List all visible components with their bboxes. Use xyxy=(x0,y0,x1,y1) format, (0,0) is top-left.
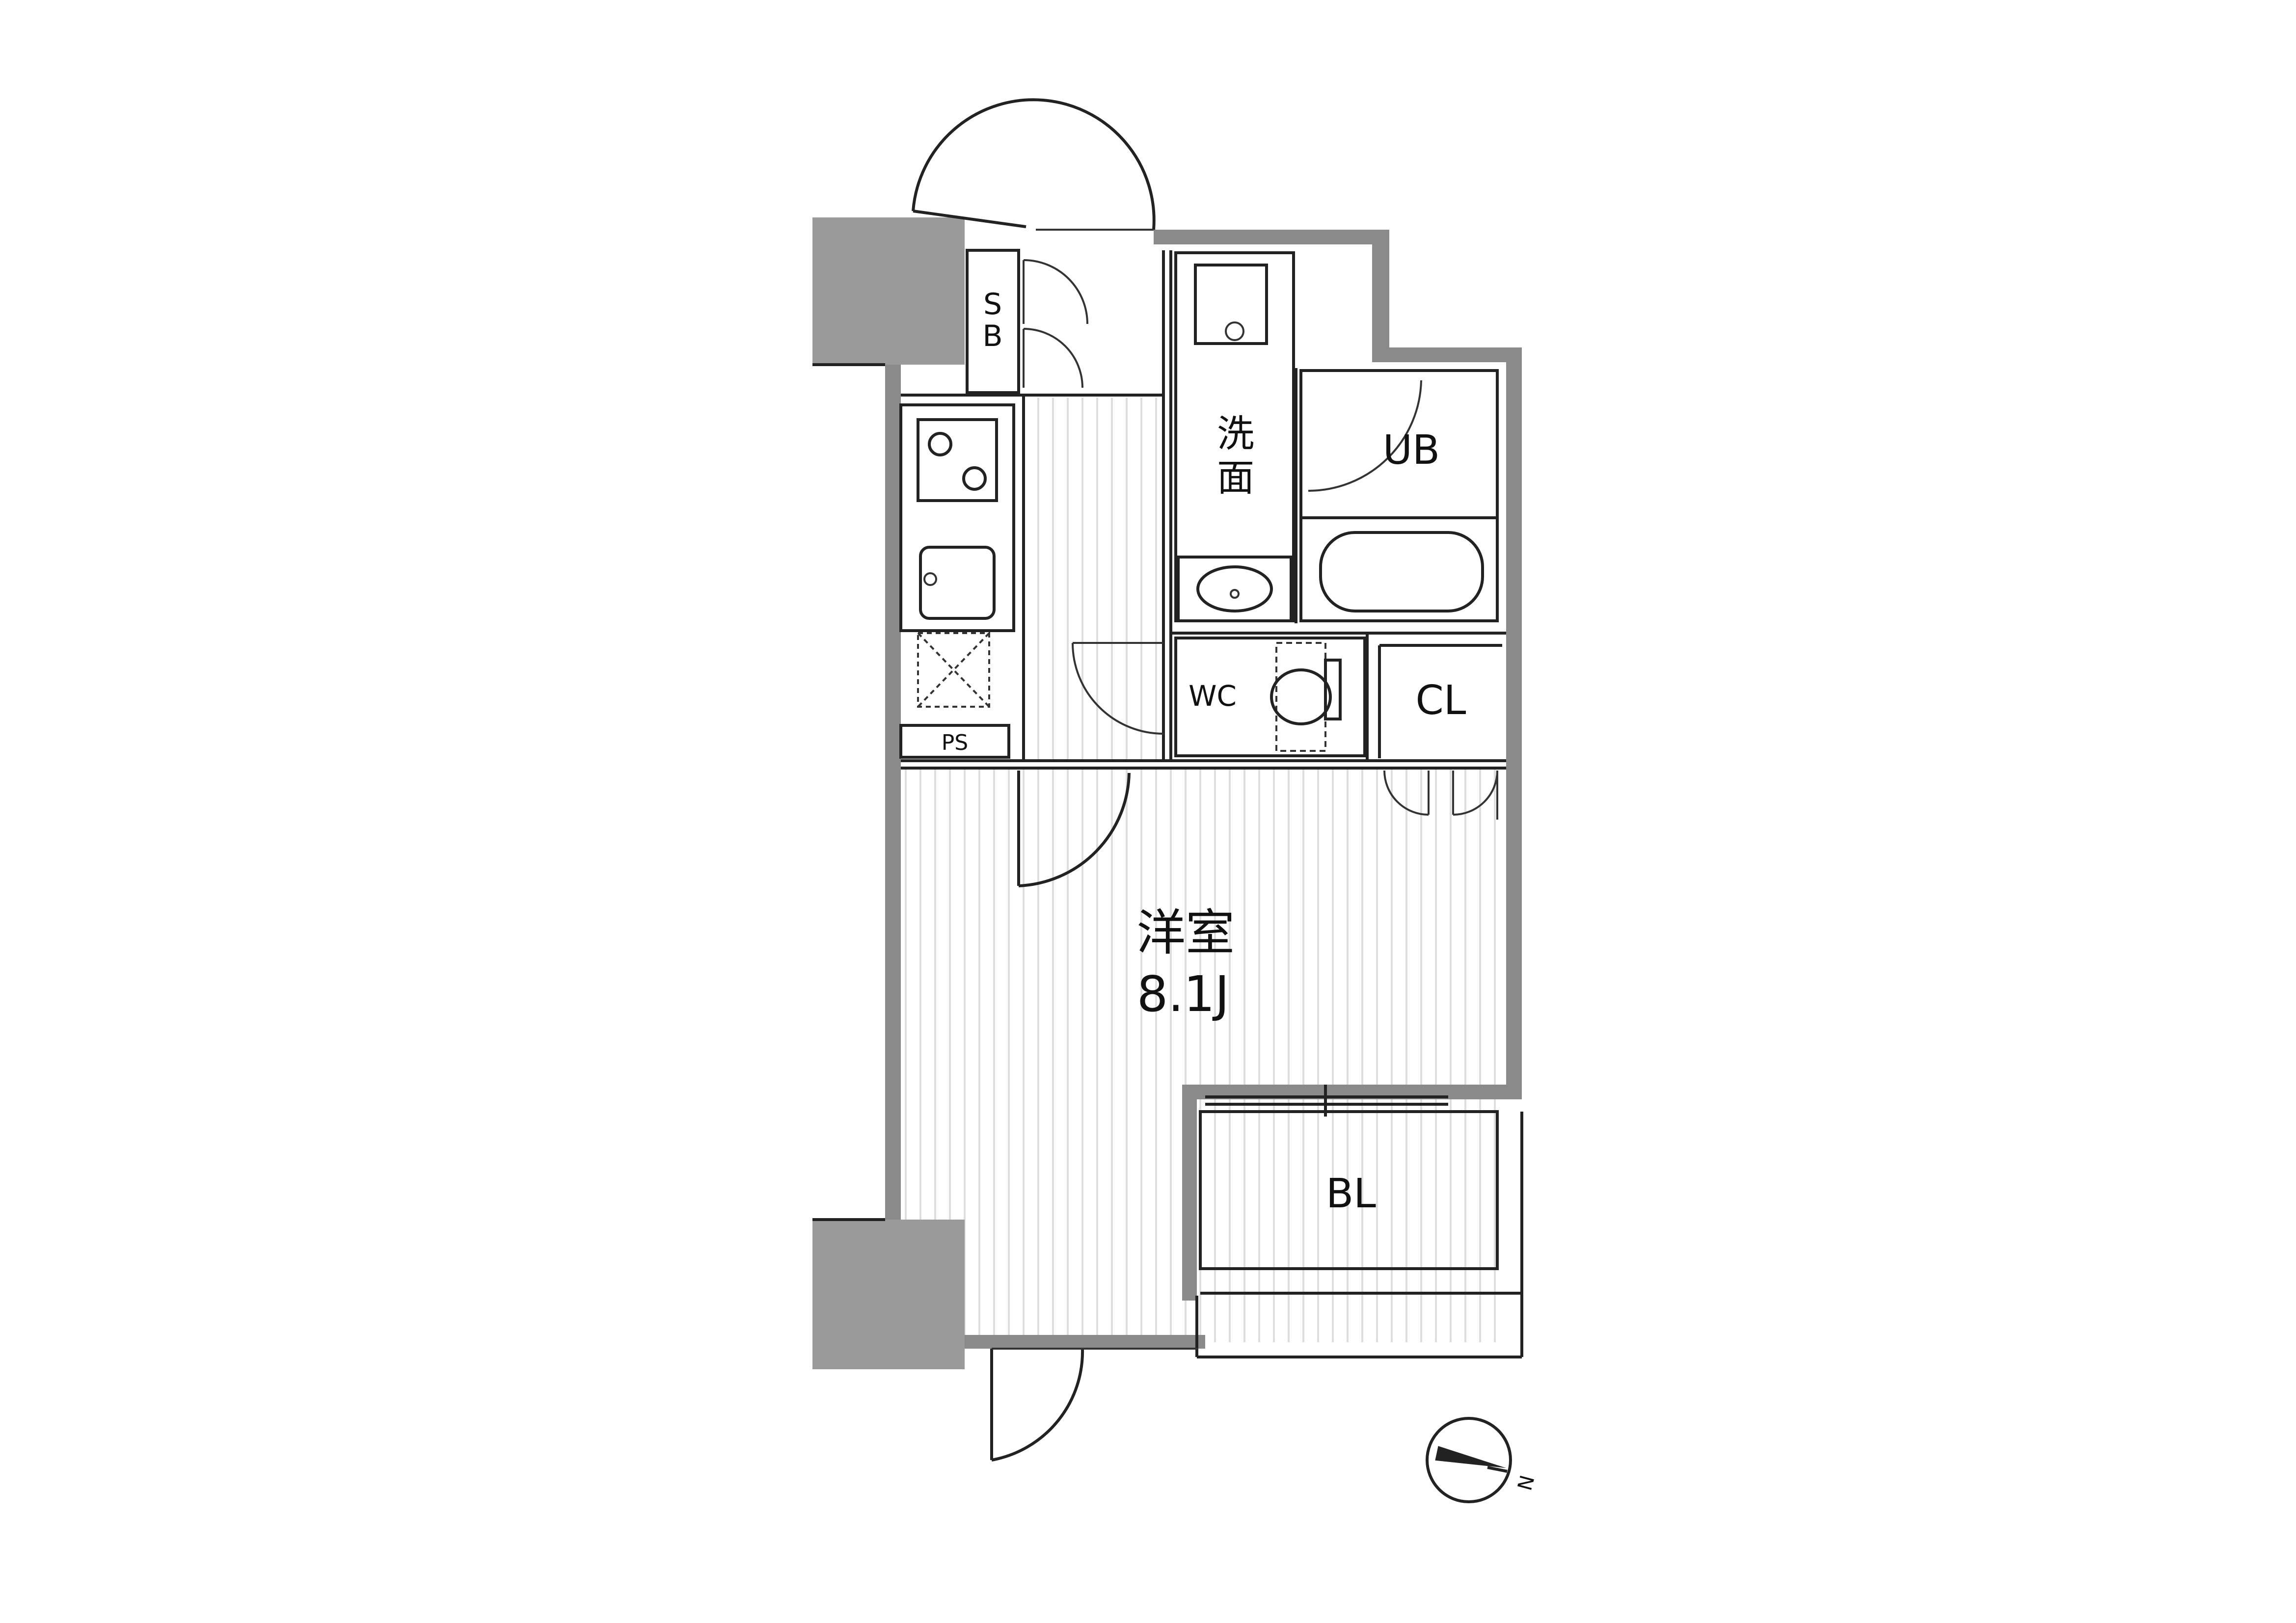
entrance-door xyxy=(912,98,1156,231)
fridge-space-icon xyxy=(917,632,990,708)
washroom-label-1: 洗 xyxy=(1217,412,1254,455)
washroom-label-2: 面 xyxy=(1217,456,1254,500)
stove-burner-icon xyxy=(928,432,952,456)
compass-icon xyxy=(1426,1417,1512,1503)
pipe-space xyxy=(899,724,1010,759)
room-door xyxy=(1017,771,1131,887)
western-room-label: 洋室 xyxy=(1136,904,1235,961)
washing-machine-icon xyxy=(1194,264,1268,345)
compass-north-label: N xyxy=(1513,1473,1539,1493)
stove-burner-icon xyxy=(962,466,987,491)
kitchen xyxy=(899,403,1015,632)
column-top xyxy=(812,217,965,365)
toilet-bowl-icon xyxy=(1270,668,1332,725)
closet-label: CL xyxy=(1416,677,1466,724)
bathtub-icon xyxy=(1319,531,1484,612)
shoe-box-door xyxy=(1023,259,1088,388)
wash-basin-icon xyxy=(1196,565,1273,612)
wc-door xyxy=(1072,642,1164,735)
unit-bath-door xyxy=(1308,380,1422,492)
corridor-floor xyxy=(1024,398,1163,761)
toilet-label: WC xyxy=(1189,679,1237,713)
western-room-size: 8.1J xyxy=(1137,965,1230,1023)
sink-icon xyxy=(919,546,996,620)
interior-walls xyxy=(901,250,1506,770)
shoe-box xyxy=(966,249,1020,394)
unit-bath xyxy=(1299,369,1499,622)
toilet xyxy=(1072,637,1366,757)
balcony xyxy=(1195,1110,1523,1358)
closet-door xyxy=(1383,770,1498,820)
shoe-box-label-2: B xyxy=(982,319,1002,353)
unit-bath-label: UB xyxy=(1383,427,1440,474)
shoe-box-label-1: S xyxy=(983,287,1002,321)
bottom-door xyxy=(990,1348,1084,1462)
column-bottom xyxy=(812,1220,965,1369)
balcony-label: BL xyxy=(1326,1171,1376,1217)
washroom xyxy=(1174,251,1295,622)
pipe-space-label: PS xyxy=(942,730,968,755)
